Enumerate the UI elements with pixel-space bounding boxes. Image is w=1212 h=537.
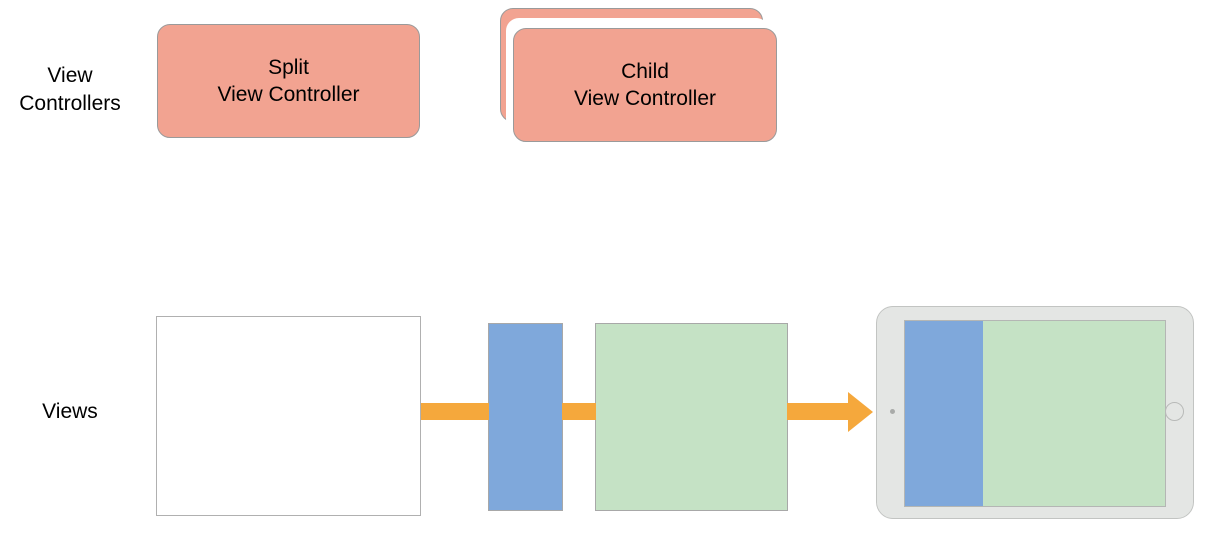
tablet-screen-primary-column [905, 321, 983, 506]
flow-arrow-segment-3 [787, 403, 851, 420]
tablet-camera-icon [890, 409, 895, 414]
row-label-views: Views [42, 400, 98, 423]
secondary-view-box[interactable] [595, 323, 788, 511]
flow-arrow-head-icon [848, 392, 873, 432]
child-view-controller-card[interactable]: Child View Controller [513, 28, 777, 142]
flow-arrow-segment-1 [421, 403, 489, 420]
split-view-controller-card[interactable]: Split View Controller [157, 24, 420, 138]
tablet-screen-secondary-column [983, 321, 1165, 506]
tablet-screen [904, 320, 1166, 507]
flow-arrow-segment-2 [562, 403, 596, 420]
window-view-box[interactable] [156, 316, 421, 516]
row-label-view-controllers: View Controllers [19, 64, 121, 115]
tablet-home-button[interactable] [1165, 402, 1184, 421]
tablet-device-mockup[interactable] [876, 306, 1194, 519]
primary-view-box[interactable] [488, 323, 563, 511]
